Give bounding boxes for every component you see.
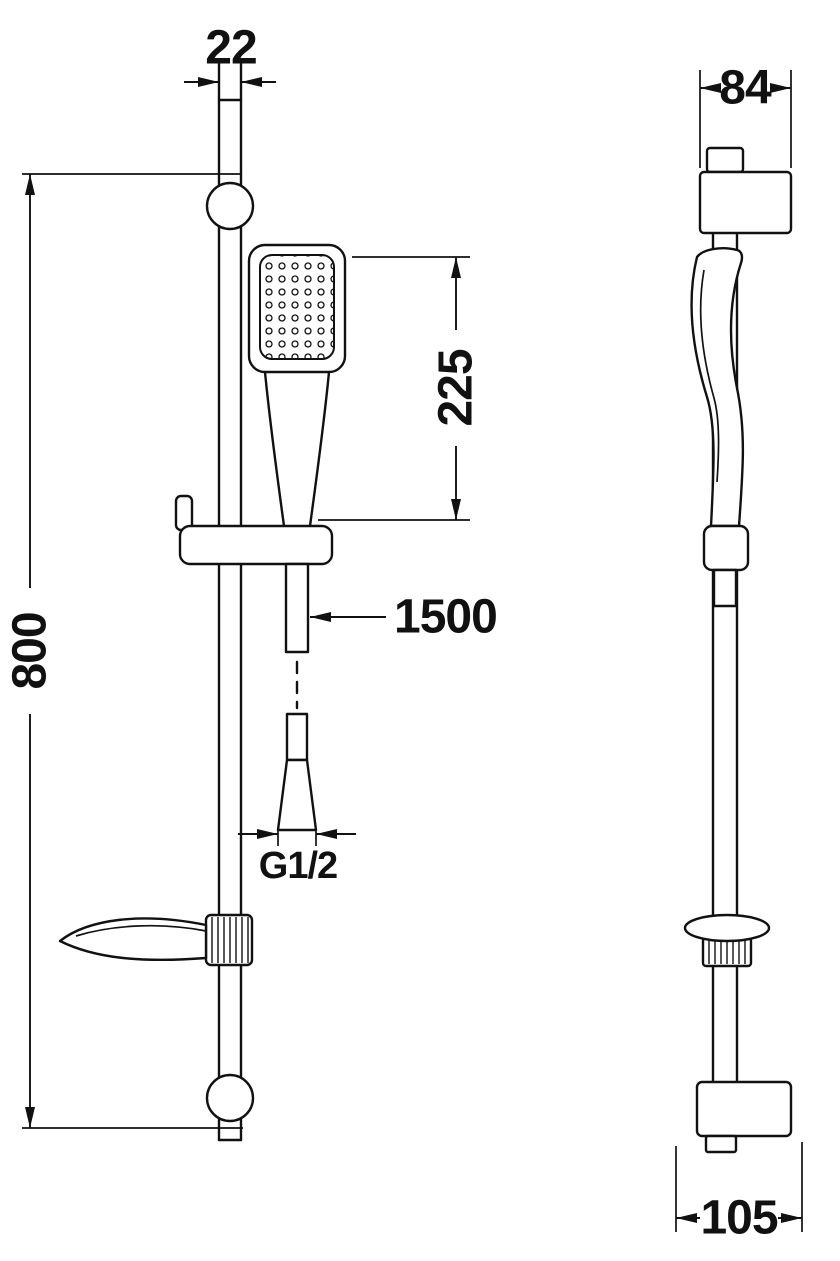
arrow-up-icon <box>451 257 461 278</box>
hand-shower-profile <box>690 247 745 528</box>
shower-profile-body <box>690 247 745 528</box>
dim-bracket-width: 84 <box>699 62 792 168</box>
side-hose-connector <box>712 568 738 608</box>
soap-dish-tray <box>58 917 208 962</box>
soap-dish-mount <box>204 913 254 967</box>
conical-nut <box>276 758 318 832</box>
dim-thread: G1/2 <box>238 829 356 887</box>
hose-end <box>276 712 318 832</box>
side-slider-holder <box>702 524 750 608</box>
side-view <box>683 146 793 1154</box>
front-view <box>58 60 347 1142</box>
hand-shower <box>247 243 347 528</box>
arrow-left-icon <box>700 83 721 93</box>
arrow-right-icon <box>198 77 219 87</box>
arrow-down-icon <box>25 1107 35 1128</box>
arrow-up-icon <box>25 174 35 195</box>
handle-left-edge <box>263 370 286 528</box>
handle-right-edge <box>308 370 331 528</box>
slider-holder <box>174 494 334 566</box>
shower-profile-accent <box>699 269 720 483</box>
soap-dish <box>58 913 254 967</box>
bottom-bracket-tab <box>704 1134 738 1154</box>
side-rail-top-cap <box>705 146 745 174</box>
bottom-bracket <box>695 1080 793 1154</box>
dim-bracket-depth: 105 <box>675 1142 803 1245</box>
arrow-right-icon <box>770 83 791 93</box>
dim-hose-length: 1500 <box>310 591 498 644</box>
rail-width-label: 22 <box>205 22 256 75</box>
side-soap-dish <box>683 913 771 968</box>
soap-dish-rim-line <box>75 924 207 937</box>
top-bracket <box>698 170 793 235</box>
rail-height-label: 800 <box>4 612 57 689</box>
holder-body <box>178 524 334 566</box>
arrow-left-icon <box>316 829 337 839</box>
spray-face <box>259 254 335 360</box>
arrow-left-icon <box>310 612 331 622</box>
dim-rail-height: 800 <box>4 173 243 1129</box>
arrow-down-icon <box>451 499 461 520</box>
bracket-width-label: 84 <box>719 62 772 115</box>
arrow-right-icon <box>257 829 278 839</box>
side-holder-body <box>702 524 750 572</box>
thread-size-label: G1/2 <box>259 845 337 887</box>
arrow-left-icon <box>676 1213 697 1223</box>
hose-length-label: 1500 <box>394 591 497 644</box>
bottom-mount <box>205 1073 255 1123</box>
hose-connector <box>284 562 310 654</box>
arrow-left-icon <box>241 77 262 87</box>
top-mount <box>205 181 255 231</box>
soap-dish-mount-ribs <box>211 917 249 963</box>
side-dish-tray <box>683 913 771 943</box>
handshower-length-label: 225 <box>430 349 483 426</box>
bottom-bracket-body <box>695 1080 793 1138</box>
dim-rail-width: 22 <box>184 22 276 87</box>
dim-handshower-length: 225 <box>318 256 483 521</box>
hose-end-stub <box>285 712 309 762</box>
arrow-right-icon <box>781 1213 802 1223</box>
bracket-depth-label: 105 <box>700 1192 777 1245</box>
side-dish-mount-ribs <box>708 940 746 964</box>
